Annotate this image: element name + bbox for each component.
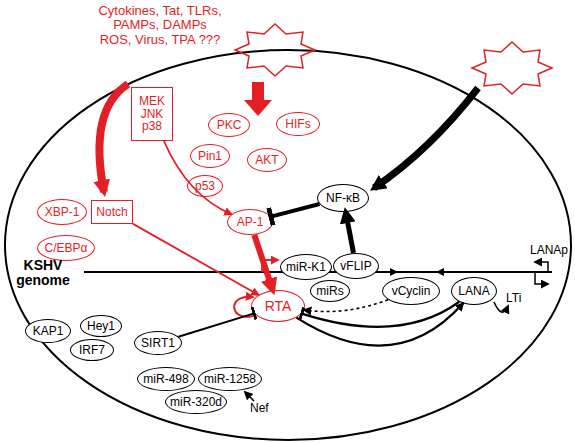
activation-connector [133, 224, 258, 295]
text-label: Cytokines, Tat, TLRs, PAMPs, DAMPs ROS, … [98, 4, 222, 47]
node-label: vCyclin [392, 285, 431, 298]
node-label: Notch [96, 206, 127, 219]
promoter-arrow [262, 260, 278, 272]
inhibition-connector [271, 204, 320, 217]
node-label: NF-κB [326, 192, 360, 205]
node-label: Pin1 [198, 150, 222, 163]
node-label: miR-320d [170, 396, 222, 409]
inhibition-connector [302, 302, 460, 327]
molecule-ellipse: LANA [451, 277, 497, 305]
activation-connector [304, 300, 388, 312]
molecule-ellipse: miRs [310, 280, 350, 302]
activation-connector [254, 235, 273, 291]
molecule-box: Notch [91, 200, 133, 224]
molecule-ellipse: NF-κB [317, 184, 369, 212]
molecule-box: MEK JNK p38 [131, 87, 173, 141]
molecule-ellipse: vFLIP [333, 253, 379, 279]
stimulus-burst [472, 42, 552, 94]
node-label: HIFs [285, 118, 310, 131]
node-label: SIRT1 [141, 337, 175, 350]
induction-arrow [245, 392, 254, 401]
molecule-ellipse: miR-498 [137, 367, 195, 391]
molecule-ellipse: IRF7 [70, 339, 114, 361]
node-label: C/EBPα [45, 242, 88, 255]
text-label: Nef [250, 402, 280, 415]
node-label: miRs [316, 285, 343, 298]
text-label: KSHV genome [6, 258, 80, 289]
node-label: XBP-1 [45, 206, 80, 219]
node-label: miR-1258 [204, 373, 256, 386]
node-label: LANA [458, 285, 489, 298]
signal-arrow [99, 84, 128, 192]
node-label: KAP1 [33, 325, 64, 338]
promoter-arrow [535, 262, 548, 272]
molecule-ellipse: miR-K1 [280, 254, 332, 280]
autoregulation-arrow [234, 297, 253, 317]
node-label: AKT [255, 154, 278, 167]
activation-connector [346, 212, 354, 253]
cell-outline [5, 50, 571, 440]
molecule-ellipse: vCyclin [382, 277, 440, 305]
node-label: miR-498 [143, 373, 188, 386]
autoregulation-arrow [494, 302, 508, 312]
molecule-ellipse: RTA [251, 290, 305, 322]
stimulus-burst [235, 24, 315, 76]
text-label: LTi [506, 292, 536, 305]
node-label: RTA [265, 299, 292, 314]
molecule-ellipse: p53 [187, 175, 223, 197]
inhibition-connector [178, 313, 254, 336]
molecule-ellipse: miR-1258 [198, 367, 262, 391]
molecule-ellipse: Pin1 [190, 144, 230, 168]
molecule-ellipse: HIFs [276, 112, 320, 136]
molecule-ellipse: miR-320d [165, 390, 227, 414]
molecule-ellipse: XBP-1 [37, 199, 87, 225]
node-label: PKC [217, 119, 242, 132]
activation-connector [164, 141, 232, 214]
node-label: miR-K1 [286, 261, 326, 274]
molecule-ellipse: AP-1 [227, 209, 273, 235]
signal-arrow [244, 82, 272, 116]
molecule-ellipse: Hey1 [80, 315, 122, 337]
node-label: vFLIP [340, 260, 371, 273]
gene-arrow [436, 268, 444, 276]
gene-arrow [390, 268, 398, 276]
molecule-ellipse: AKT [247, 148, 287, 172]
molecule-ellipse: PKC [208, 113, 250, 137]
signal-arrow [374, 88, 478, 188]
node-label: Hey1 [87, 320, 115, 333]
molecule-ellipse: KAP1 [25, 319, 71, 343]
promoter-arrow [535, 272, 548, 284]
node-label: p53 [195, 180, 215, 193]
molecule-ellipse: SIRT1 [134, 331, 182, 355]
node-label: MEK JNK p38 [137, 95, 167, 133]
text-label: LANAp [530, 244, 575, 257]
node-label: AP-1 [237, 216, 264, 229]
activation-connector [296, 303, 463, 345]
node-label: IRF7 [79, 344, 105, 357]
